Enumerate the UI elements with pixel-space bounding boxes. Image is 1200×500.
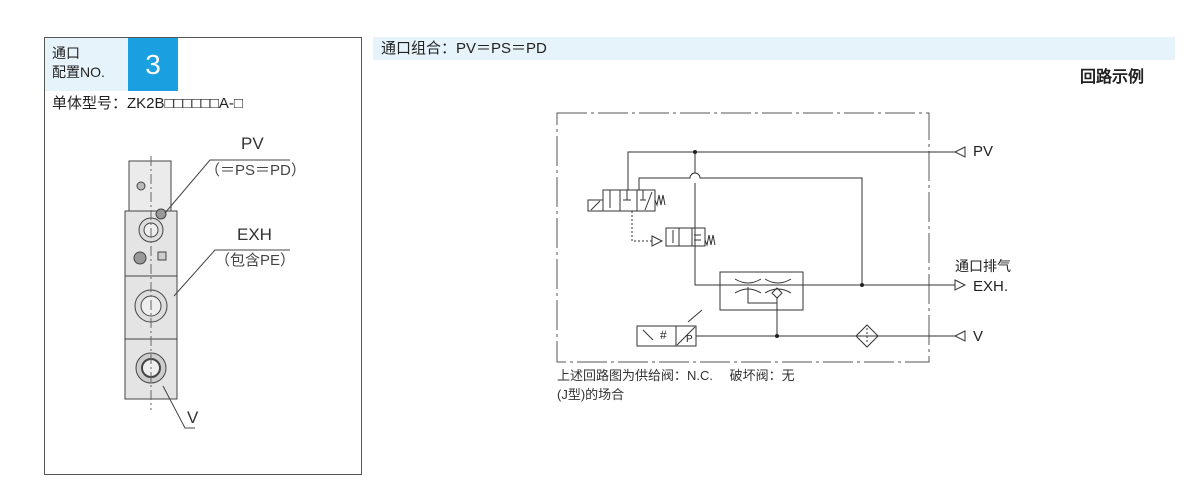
port-label-line1: 通口 bbox=[52, 45, 80, 61]
gauge-hash-label: # bbox=[660, 328, 667, 342]
pv-line bbox=[627, 151, 955, 190]
exh-line bbox=[694, 183, 955, 286]
port-configuration-panel: 通口 配置NO. 3 单体型号：ZK2B□□□□□□A-□ PV （＝PS＝PD… bbox=[44, 37, 362, 475]
gauge-p-label: P bbox=[686, 334, 693, 345]
product-drawing bbox=[124, 156, 290, 429]
pv-port-icon bbox=[953, 146, 966, 158]
ejector-icon bbox=[719, 271, 804, 311]
port-number-badge: 3 bbox=[128, 38, 178, 91]
circuit-note-line1: 上述回路图为供给阀：N.C. 破坏阀：无 bbox=[557, 368, 795, 383]
callout-exh-sub: （包含PE） bbox=[215, 252, 296, 269]
v-port-label: V bbox=[973, 328, 984, 345]
circuit-example-title: 回路示例 bbox=[1080, 69, 1145, 86]
callout-pv: PV bbox=[241, 134, 264, 153]
pv-port-label: PV bbox=[973, 143, 994, 160]
circuit-note-line2: (J型)的场合 bbox=[557, 387, 625, 402]
callout-pv-sub: （＝PS＝PD） bbox=[205, 162, 306, 179]
model-number: 单体型号：ZK2B□□□□□□A-□ bbox=[52, 95, 243, 112]
pressure-switch-icon bbox=[636, 325, 697, 347]
port-config-label: 通口 配置NO. bbox=[45, 38, 128, 91]
check-valve-icon bbox=[771, 287, 783, 299]
exh-port-label: EXH. bbox=[973, 278, 1009, 295]
filter-icon bbox=[855, 324, 879, 348]
v-port-icon bbox=[953, 330, 966, 342]
port-label-line2: 配置NO. bbox=[52, 64, 105, 80]
vacuum-valve-icon bbox=[665, 227, 706, 247]
exh-port-label-cn: 通口排气 bbox=[955, 258, 1011, 274]
exh-port-icon bbox=[954, 279, 967, 291]
exh-return-line bbox=[638, 172, 863, 285]
pilot-line bbox=[631, 211, 652, 242]
port-combination-bar: 通口组合：PV＝PS＝PD bbox=[373, 37, 1175, 60]
circuit-frame bbox=[556, 112, 930, 363]
callout-exh: EXH bbox=[237, 225, 272, 244]
callout-v: V bbox=[187, 408, 199, 427]
